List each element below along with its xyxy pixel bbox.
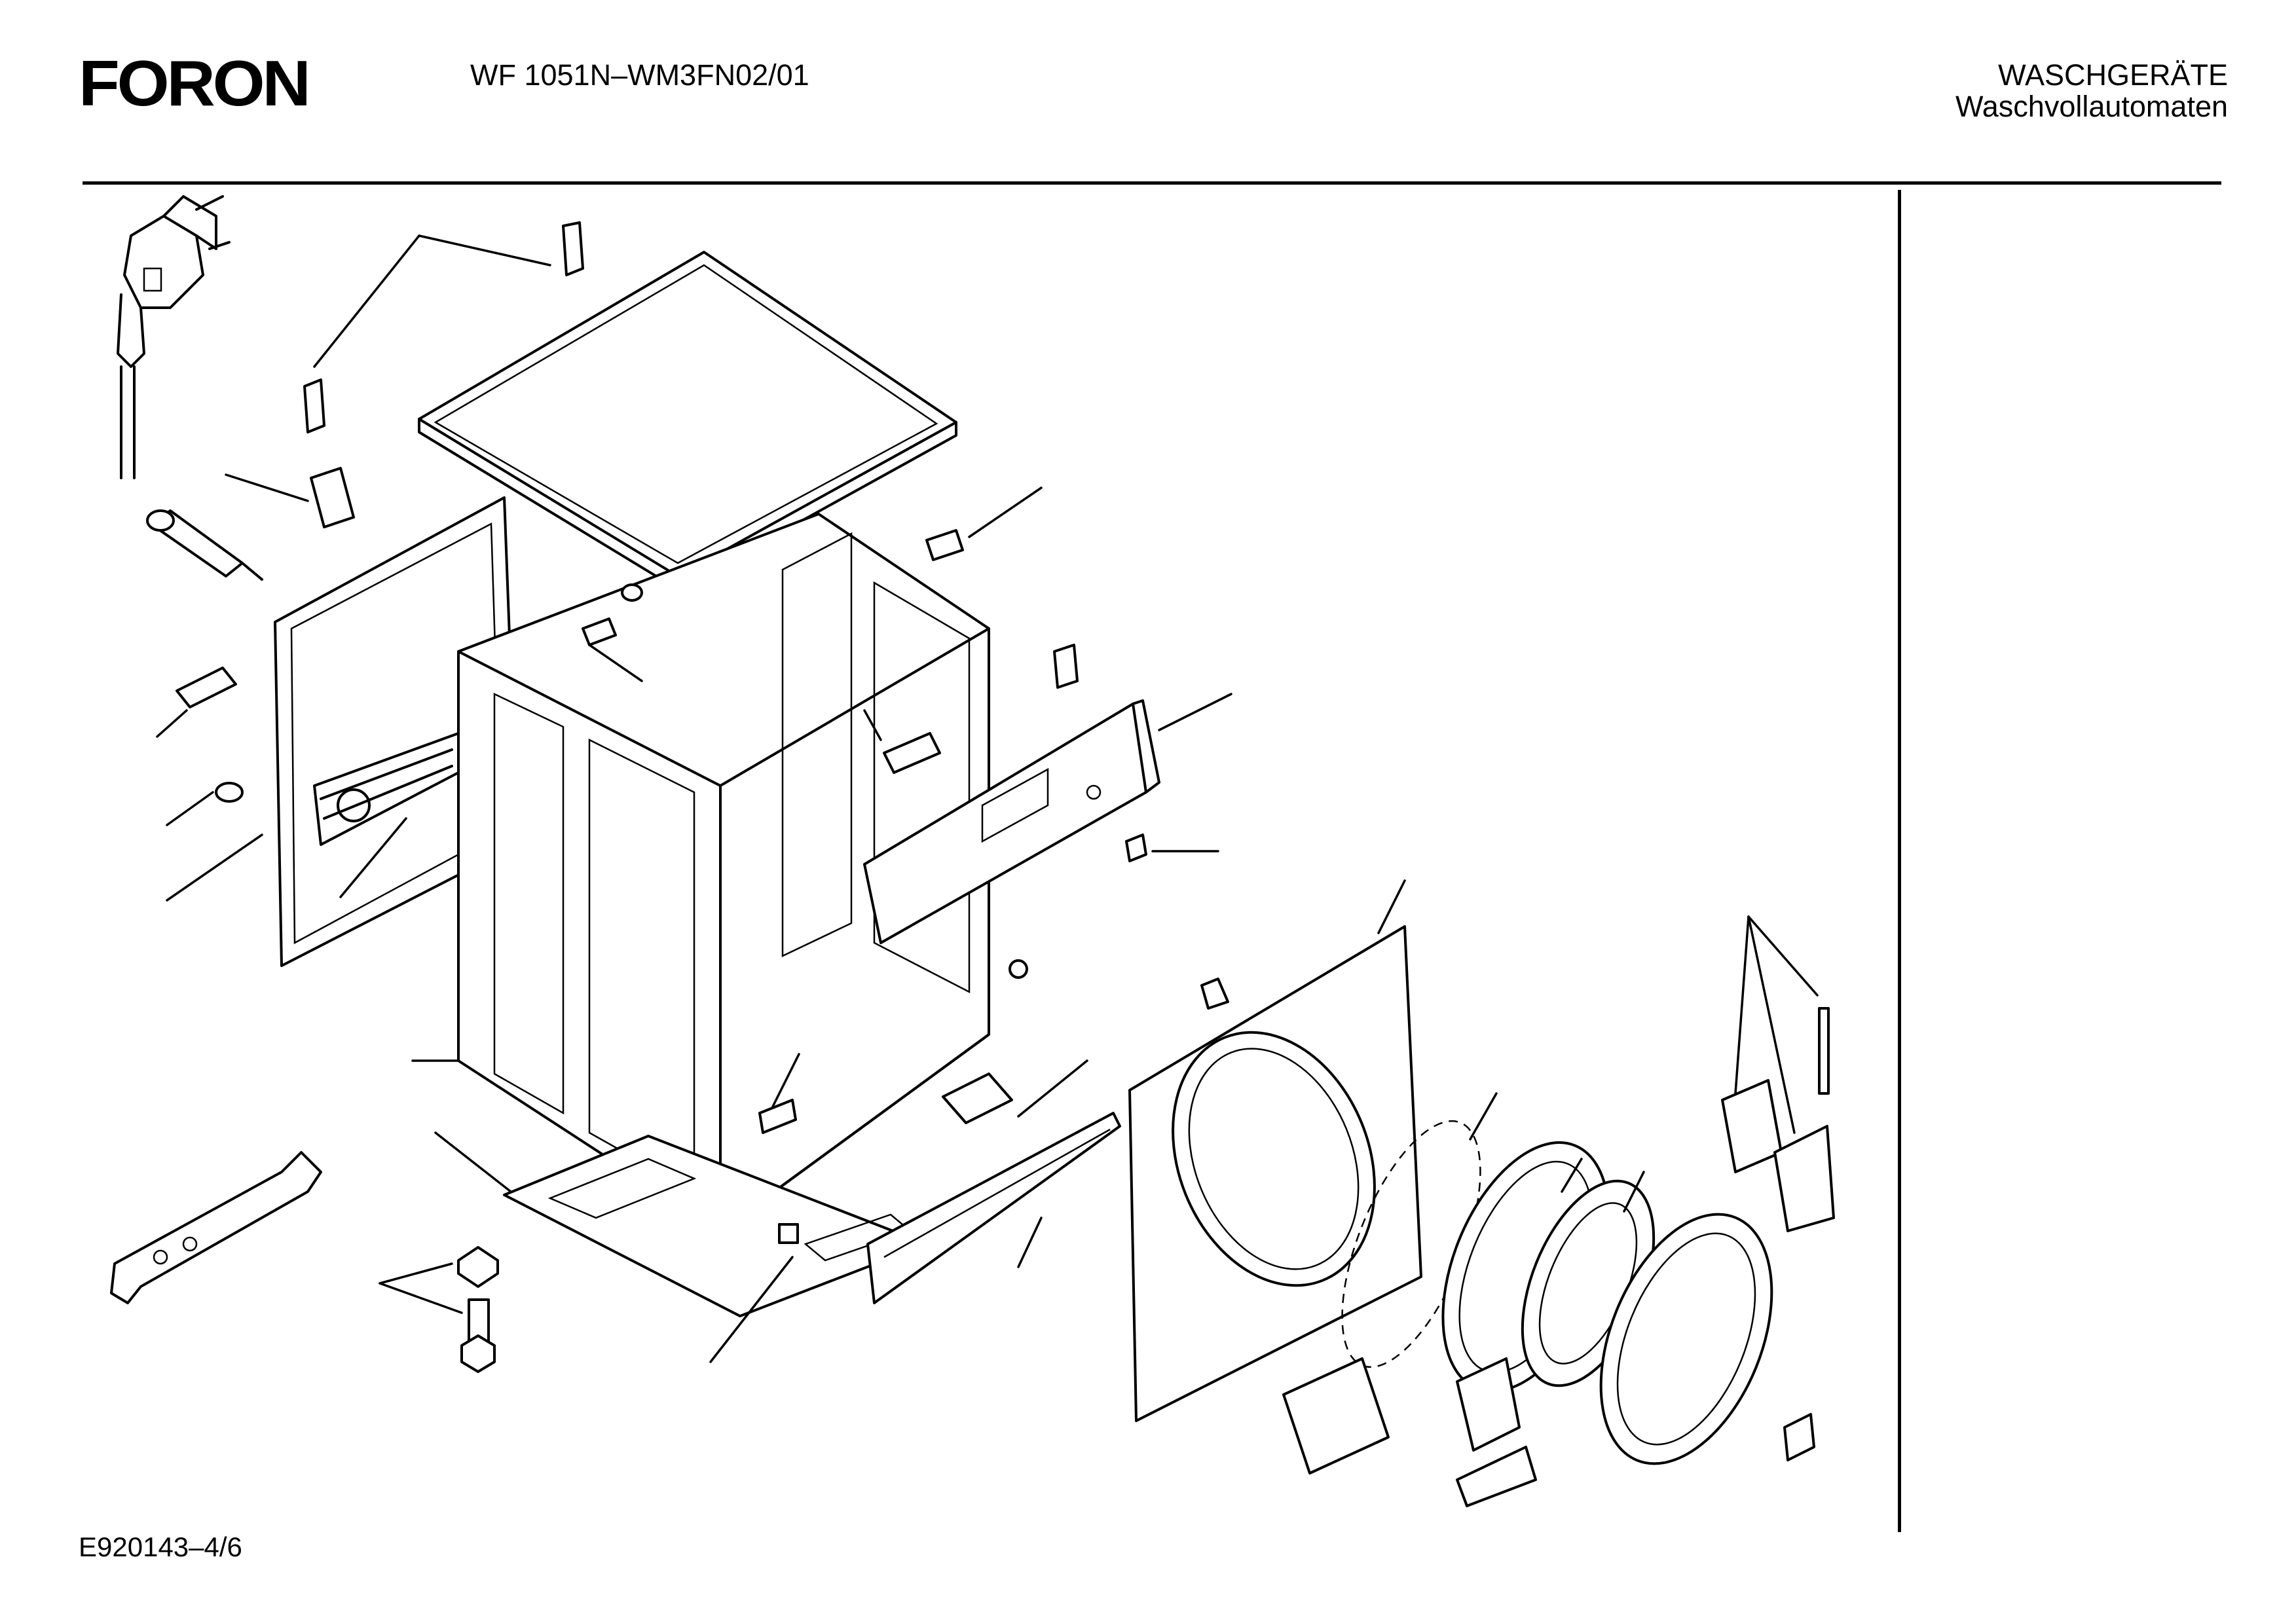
category-subtitle: Waschvollautomaten <box>1955 90 2228 123</box>
category-title: WASCHGERÄTE <box>1998 58 2228 92</box>
hinge-pin <box>1818 1007 1830 1095</box>
sidebar-divider <box>1898 190 1901 1532</box>
door-hinge <box>1721 1079 1835 1232</box>
front-trim-strip <box>866 1112 1121 1304</box>
front-panel <box>1128 925 1422 1422</box>
top-cover <box>418 251 957 591</box>
door-outer-ring <box>1599 1213 1773 1465</box>
door-handle <box>1456 1357 1521 1452</box>
leveling-foot-bolt <box>460 1298 496 1373</box>
wrench <box>110 1151 322 1304</box>
misc-small-parts <box>176 221 1815 1507</box>
model-number: WF 1051N–WM3FN02/01 <box>470 58 809 92</box>
leveling-foot-nut <box>457 1246 499 1288</box>
document-id: E920143–4/6 <box>79 1531 242 1562</box>
interference-suppressor-filter <box>146 509 263 581</box>
door-lock <box>942 1072 1013 1124</box>
control-panel-bracket <box>863 699 1160 944</box>
brand-logo: FORON <box>79 47 311 119</box>
detergent-flap <box>1282 1357 1390 1475</box>
leader-lines <box>156 234 1819 1363</box>
header-divider <box>83 181 2221 185</box>
power-plug <box>117 195 231 479</box>
base-plate <box>503 1135 928 1317</box>
